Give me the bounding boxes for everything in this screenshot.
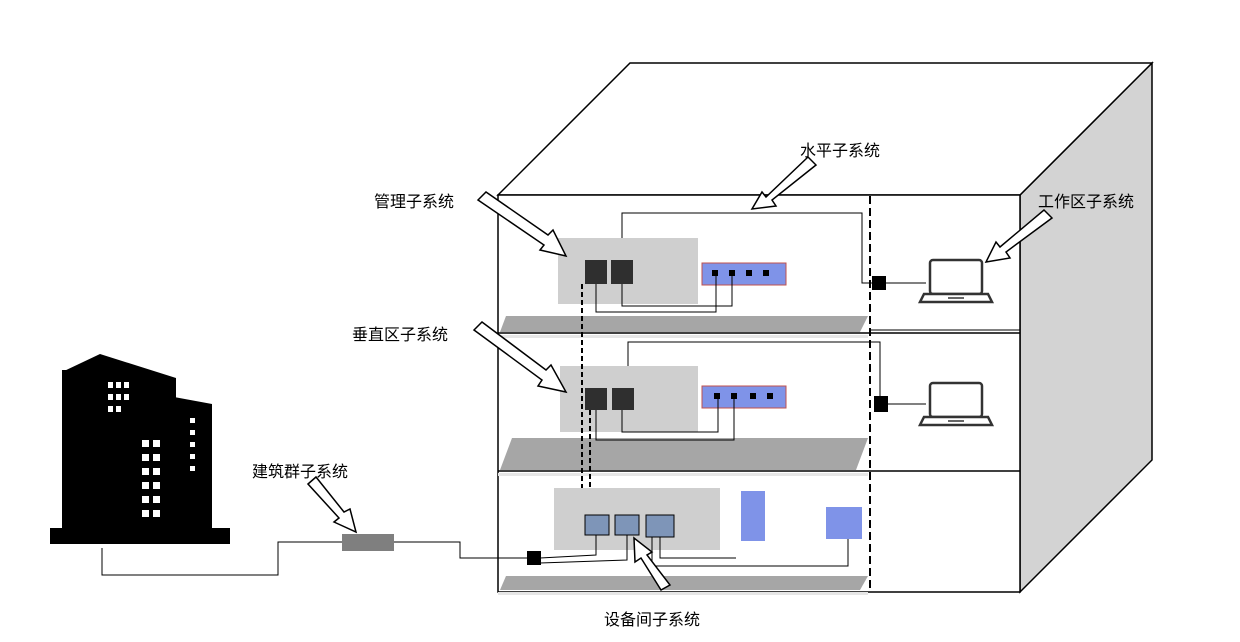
entrance-outlet [527,551,541,565]
label-building-group-subsystem: 建筑群子系统 [252,462,348,481]
label-equipment-room-subsystem: 设备间子系统 [604,610,700,629]
server-device [741,491,765,541]
floor-shelves [498,316,868,595]
campus-connector [342,534,394,551]
label-work-area-subsystem: 工作区子系统 [1038,192,1134,211]
office-building-icon [50,354,230,544]
wall-outlet [872,276,886,290]
label-vertical-subsystem: 垂直区子系统 [352,325,448,344]
patch-panel [701,262,787,286]
callout-arrows [306,155,1054,592]
campus-backbone [101,534,528,576]
laptop-icon [917,258,995,304]
label-horizontal-subsystem: 水平子系统 [800,141,880,160]
label-management-subsystem: 管理子系统 [374,192,454,211]
management-rack [585,260,607,284]
network-device [826,507,862,539]
laptop-icon [917,381,995,427]
